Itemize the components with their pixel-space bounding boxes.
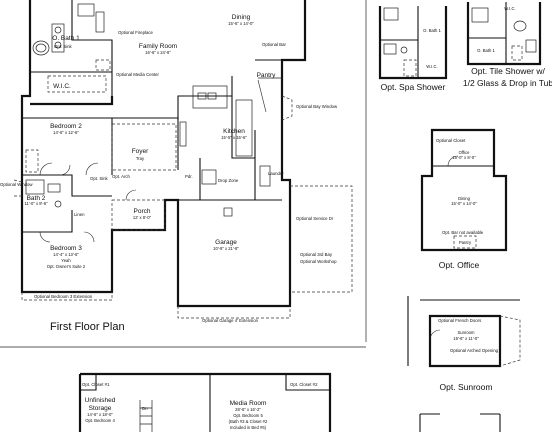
label-bath-2: Bath 2 (27, 195, 46, 202)
label-unfinished-storage-1: Unfinished (85, 397, 116, 404)
dim-office-dining: 15'-0" x 14'-0" (451, 201, 477, 206)
label-tile-wic: W.I.C. (504, 6, 515, 11)
label-linen: Linen (74, 212, 85, 217)
opt-tile-shower-plan: W.I.C. O. Bath 1 Opt. Tile Shower w/ 1/2… (463, 2, 552, 88)
first-floor-plan: Dining 15'-6" x 14'-0" Family Room 16'-6… (0, 0, 353, 333)
label-pantry: Pantry (257, 72, 277, 79)
caption-opt-office: Opt. Office (439, 260, 480, 270)
dim-media-room: 28'-6" x 16'-2" (235, 407, 261, 412)
note-sunroom-optional-french-doors: Optional French Doors (438, 318, 481, 323)
label-office-dining: Dining (458, 196, 471, 201)
sheet-dividers (0, 0, 367, 348)
caption-opt-tile-shower-line-1: Opt. Tile Shower w/ (471, 66, 545, 76)
note-bedroom-3-yeah: Yeah (61, 258, 71, 263)
note-optional-service-dr: Optional Service Dr (296, 216, 334, 221)
opt-spa-shower-plan: O. Bath 1 W.I.C. Opt. Spa Shower (378, 6, 448, 92)
label-garage: Garage (215, 239, 237, 246)
label-laundry: Laundry (268, 171, 284, 176)
note-media-room-3: Included in Bed #5) (230, 425, 267, 430)
label-media-room: Media Room (230, 400, 267, 407)
label-tile-o-bath: O. Bath 1 (477, 48, 495, 53)
label-opt-closet-1: Opt. Closet #1 (82, 382, 110, 387)
note-optional-bar: Optional Bar (262, 42, 286, 47)
dim-office: 15'-0" x 8'-0" (452, 155, 476, 160)
note-unfinished-storage: Opt. Bedroom 4 (85, 418, 115, 423)
caption-opt-tile-shower-line-2: 1/2 Glass & Drop in Tub (463, 78, 552, 88)
caption-opt-spa-shower: Opt. Spa Shower (381, 82, 446, 92)
dim-bedroom-2: 14'-6" x 12'-6" (53, 130, 79, 135)
label-spa-o-bath: O. Bath 1 (423, 28, 441, 33)
dim-bath-2: 11'-0" x 8'-6" (24, 201, 48, 206)
label-wic: W.I.C. (53, 83, 71, 90)
label-o-bath-1: O. Bath 1 (52, 35, 80, 42)
note-optional-workshop: Optional Workshop (300, 259, 337, 264)
note-opt-media-center: Optional Media Center (116, 72, 160, 77)
caption-opt-sunroom: Opt. Sunroom (440, 382, 493, 392)
note-sunroom-optional-arched-opening: Optional Arched Opening (450, 348, 499, 353)
note-media-room-2: (Bath #3 & Closet #2 (229, 419, 268, 424)
note-opt-garage-4-extension: Optional Garage 4' Extension (202, 318, 259, 323)
dim-unfinished-storage: 14'-6" x 18'-0" (87, 412, 113, 417)
dim-garage: 10'-9" x 21'-8" (213, 246, 239, 251)
label-pdr: Pdr. (185, 174, 193, 179)
note-opt-arch: Opt. Arch (112, 174, 131, 179)
note-opt-sink-bath-2: Opt. Sink (90, 176, 109, 181)
dim-kitchen: 15'-5" x 15'-6" (221, 135, 247, 140)
note-optional-3rd-bay: Optional 3rd Bay (300, 252, 333, 257)
note-office-opt-closet: Optional Closet (436, 138, 466, 143)
note-opt-fireplace: Optional Fireplace (118, 30, 153, 35)
note-opt-bedroom-3-extension: Optional Bedroom 3 Extension (34, 294, 93, 299)
label-unfinished-storage-2: Storage (89, 405, 112, 412)
dim-family-room: 16'-6" x 24'-6" (145, 50, 171, 55)
partial-plan-bottom-right (419, 413, 501, 432)
label-foyer: Foyer (132, 148, 149, 155)
label-office-pantry: Pantry (459, 240, 472, 245)
label-opt-closet-2: Opt. Closet #2 (290, 382, 318, 387)
label-office: Office (459, 150, 471, 155)
note-optional-window: Optional Window (0, 182, 33, 187)
second-floor-plan: Opt. Closet #1 Opt. Closet #2 Unfinished… (78, 372, 332, 432)
label-spa-wic: W.I.C. (426, 64, 437, 69)
dim-sunroom: 15'-6" x 11'-0" (453, 336, 479, 341)
label-family-room: Family Room (139, 43, 177, 50)
opt-sunroom-plan: Optional French Doors Sunroom 15'-6" x 1… (407, 296, 521, 392)
note-media-room-1: Opt. Bedroom 5 (233, 413, 263, 418)
first-floor-plan-title: First Floor Plan (50, 321, 125, 333)
dim-porch: 12' x 8'-0" (133, 215, 152, 220)
label-bedroom-2: Bedroom 2 (50, 123, 82, 130)
dim-bedroom-3: 14'-4" x 13'-6" (53, 252, 79, 257)
label-opt-sink: Opt. Sink (54, 44, 73, 49)
label-dining: Dining (232, 14, 251, 21)
label-sunroom: Sunroom (458, 330, 476, 335)
dim-dining: 15'-6" x 14'-0" (228, 21, 254, 26)
opt-office-plan: Optional Closet Office 15'-0" x 8'-0" Di… (420, 128, 508, 270)
note-bedroom-3-suite: Opt. Owner's Suite 2 (47, 264, 86, 269)
label-bedroom-3: Bedroom 3 (50, 245, 82, 252)
label-drop-zone: Drop Zone (218, 178, 239, 183)
note-office-opt-bar: Opt. Bar not available (442, 230, 484, 235)
label-porch: Porch (134, 208, 151, 215)
label-dn: Dn (142, 406, 148, 411)
dim-foyer: Tray (136, 156, 145, 161)
label-kitchen: Kitchen (223, 128, 245, 135)
note-optional-bay-window: Optional Bay Window (296, 104, 338, 109)
